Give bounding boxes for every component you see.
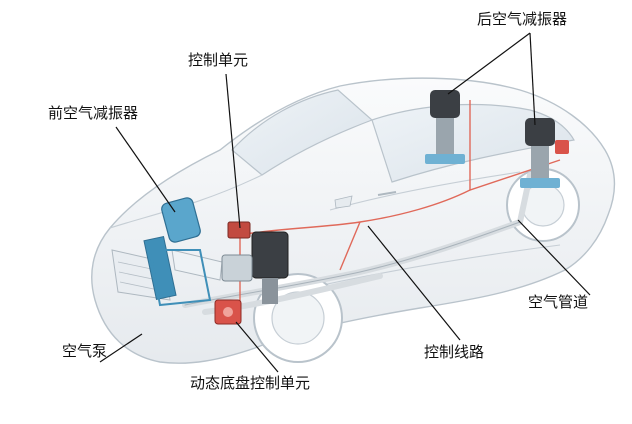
leader-front-shock [115, 126, 176, 213]
chassis-control-box [221, 254, 253, 282]
label-control-line: 控制线路 [424, 343, 485, 361]
rear-air-shock-right [520, 118, 560, 188]
leader-air-pump [99, 333, 143, 363]
label-air-pipe: 空气管道 [528, 293, 589, 311]
front-right-strut [251, 231, 289, 304]
leader-rear-shock-right [529, 32, 536, 126]
rear-air-shock-left [425, 90, 465, 164]
control-unit-box [227, 221, 251, 239]
front-air-shock-assembly [143, 197, 212, 307]
leader-chassis-control [235, 321, 279, 373]
leader-control-unit [225, 73, 241, 229]
door-handle [377, 191, 397, 196]
label-air-pump: 空气泵 [62, 342, 108, 360]
leader-air-pipe [517, 219, 591, 296]
leader-rear-shock-left [447, 32, 531, 95]
leader-control-line [367, 225, 461, 341]
label-control-unit: 控制单元 [188, 51, 249, 69]
side-mirror [334, 195, 353, 209]
callout-lines [99, 32, 591, 373]
label-dynamic-chassis-control-unit: 动态底盘控制单元 [190, 374, 311, 392]
headlight [171, 249, 223, 281]
label-front-air-shock: 前空气减振器 [48, 104, 139, 122]
sill-line [299, 244, 561, 291]
label-rear-air-shock: 后空气减振器 [477, 10, 568, 28]
rear-valve [555, 140, 569, 154]
air-pump-unit [214, 299, 242, 325]
